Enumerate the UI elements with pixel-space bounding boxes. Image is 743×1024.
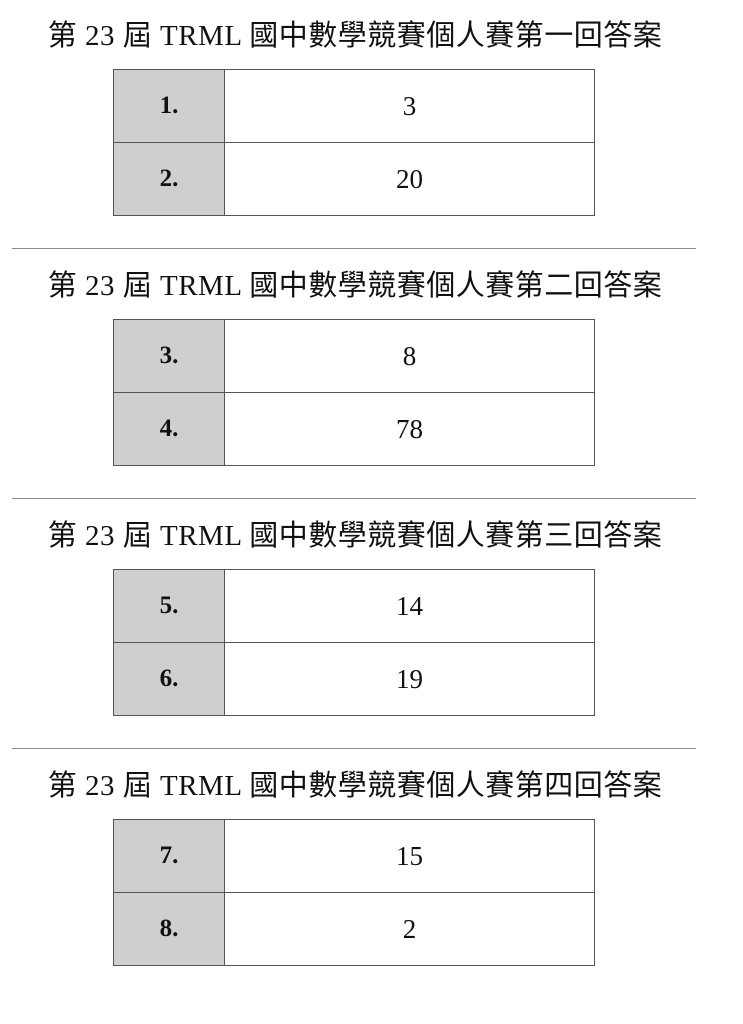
question-number-cell: 4.: [113, 392, 225, 466]
round-2-title: 第 23 屆 TRML 國中數學競賽個人賽第二回答案: [47, 270, 663, 302]
section-divider: [12, 748, 696, 749]
round-3-answer-table: 5. 14 6. 19: [113, 569, 595, 716]
section-divider: [12, 498, 696, 499]
question-number-cell: 7.: [113, 819, 225, 893]
answer-cell: 14: [224, 569, 595, 643]
table-row: 7. 15: [113, 819, 595, 893]
table-row: 6. 19: [113, 642, 595, 716]
question-number-cell: 6.: [113, 642, 225, 716]
question-number-cell: 1.: [113, 69, 225, 143]
table-row: 4. 78: [113, 392, 595, 466]
question-number-cell: 2.: [113, 142, 225, 216]
round-3-section: 第 23 屆 TRML 國中數學競賽個人賽第三回答案 5. 14 6. 19: [0, 500, 743, 750]
round-2-answer-table: 3. 8 4. 78: [113, 319, 595, 466]
question-number-cell: 8.: [113, 892, 225, 966]
question-number-cell: 5.: [113, 569, 225, 643]
table-row: 5. 14: [113, 569, 595, 643]
round-3-title: 第 23 屆 TRML 國中數學競賽個人賽第三回答案: [47, 520, 663, 552]
answer-cell: 15: [224, 819, 595, 893]
section-divider: [12, 248, 696, 249]
round-4-section: 第 23 屆 TRML 國中數學競賽個人賽第四回答案 7. 15 8. 2: [0, 750, 743, 1000]
round-1-title: 第 23 屆 TRML 國中數學競賽個人賽第一回答案: [47, 20, 663, 52]
round-1-answer-table: 1. 3 2. 20: [113, 69, 595, 216]
table-row: 3. 8: [113, 319, 595, 393]
question-number-cell: 3.: [113, 319, 225, 393]
round-4-answer-table: 7. 15 8. 2: [113, 819, 595, 966]
answer-cell: 78: [224, 392, 595, 466]
answer-cell: 19: [224, 642, 595, 716]
answer-cell: 2: [224, 892, 595, 966]
answer-cell: 3: [224, 69, 595, 143]
round-2-section: 第 23 屆 TRML 國中數學競賽個人賽第二回答案 3. 8 4. 78: [0, 250, 743, 500]
round-4-title: 第 23 屆 TRML 國中數學競賽個人賽第四回答案: [47, 770, 663, 802]
round-1-section: 第 23 屆 TRML 國中數學競賽個人賽第一回答案 1. 3 2. 20: [0, 0, 743, 250]
table-row: 1. 3: [113, 69, 595, 143]
answer-cell: 20: [224, 142, 595, 216]
answer-cell: 8: [224, 319, 595, 393]
table-row: 8. 2: [113, 892, 595, 966]
table-row: 2. 20: [113, 142, 595, 216]
